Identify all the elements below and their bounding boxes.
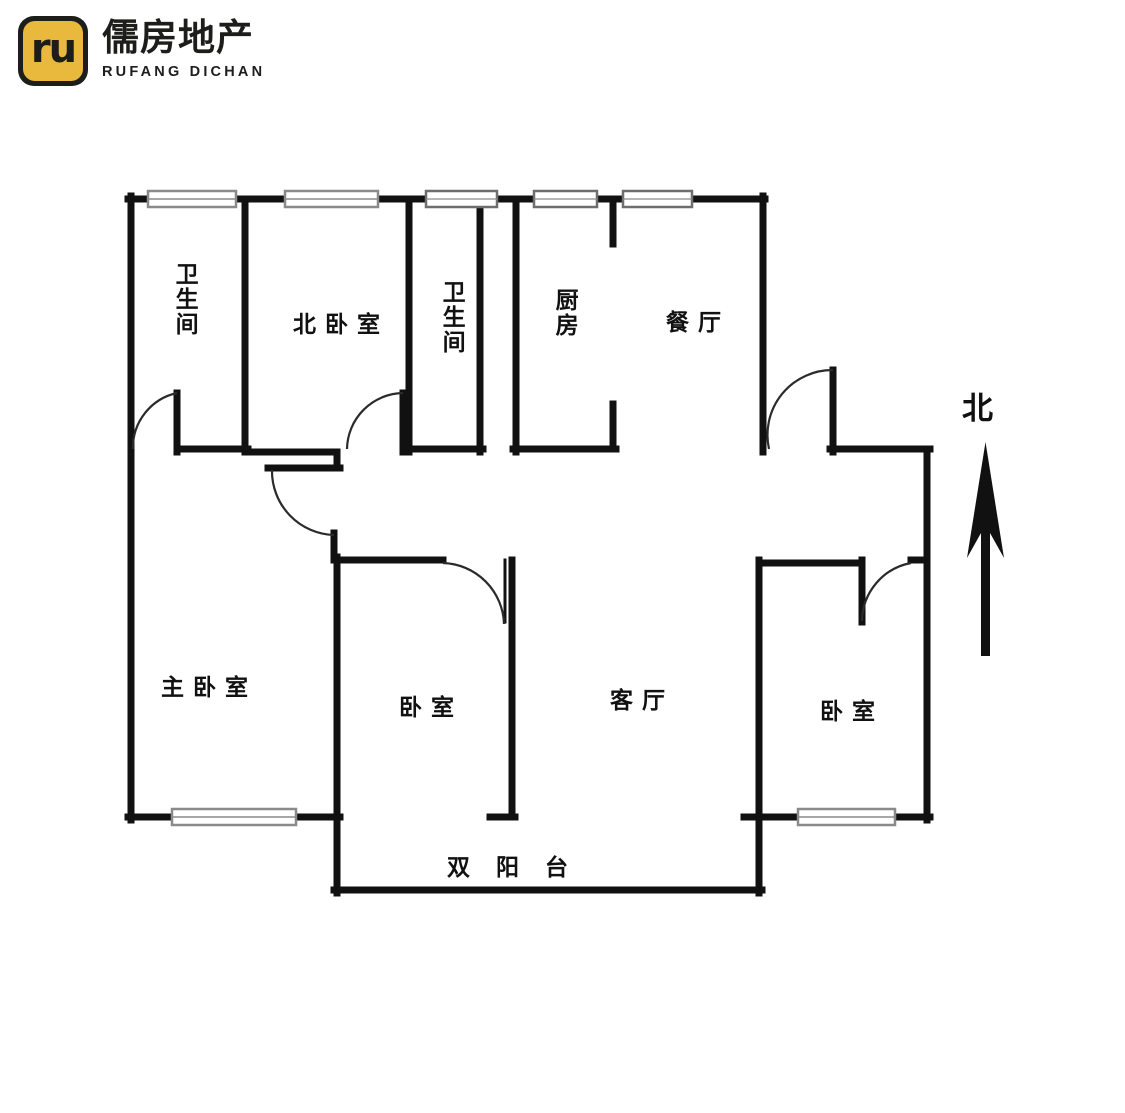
brand-name-block: 儒房地产 RUFANG DICHAN	[102, 16, 265, 80]
room-label-bathroom-north: 卫生间	[171, 262, 198, 337]
window-top-5	[621, 189, 694, 209]
north-arrow-icon	[967, 442, 1004, 656]
brand-name-cn: 儒房地产	[102, 16, 254, 59]
window-top-2	[283, 189, 380, 209]
window-top-4	[532, 189, 599, 209]
room-label-balcony: 双阳台	[447, 855, 594, 881]
room-label-master-bedroom: 主卧室	[161, 675, 257, 701]
door-arc-bathroom-north	[131, 391, 178, 450]
door-arc-bedroom-north	[345, 391, 404, 450]
room-label-bathroom-mid: 卫生间	[438, 280, 465, 355]
door-arc-dining-east	[766, 368, 834, 450]
room-label-bedroom-mid: 卧室	[399, 695, 463, 721]
room-label-living-room: 客厅	[610, 688, 674, 714]
room-label-bedroom-east: 卧室	[820, 699, 884, 725]
brand-logo: ru 儒房地产 RUFANG DICHAN	[18, 16, 265, 86]
room-label-dining-room: 餐厅	[666, 310, 730, 336]
north-direction-label: 北	[962, 391, 993, 427]
window-bottom-left	[170, 807, 298, 827]
walls	[124, 192, 934, 897]
door-arc-entry	[270, 469, 335, 537]
logo-mark-icon: ru	[18, 16, 88, 86]
windows	[146, 189, 897, 827]
window-top-3	[424, 189, 499, 209]
door-arc-bedroom-mid	[442, 561, 506, 625]
door-arc-bedroom-east	[860, 561, 912, 622]
window-top-1	[146, 189, 238, 209]
logo-mark-inner	[23, 21, 83, 81]
room-label-kitchen: 厨房	[551, 288, 578, 338]
window-bottom-right	[796, 807, 897, 827]
room-label-bedroom-north: 北卧室	[293, 312, 389, 338]
logo-mark-letters: ru	[30, 26, 77, 72]
door-arcs	[131, 368, 912, 625]
brand-name-en: RUFANG DICHAN	[102, 63, 266, 80]
